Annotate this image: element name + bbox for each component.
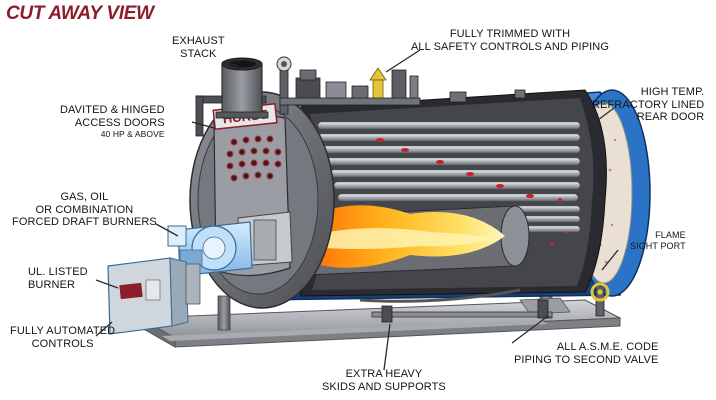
label-line: ALL A.S.M.E. CODE <box>556 341 659 353</box>
label-line: EXTRA HEAVY <box>345 368 423 380</box>
forced-draft-burner <box>167 211 293 277</box>
label-line: FLAME <box>655 230 686 240</box>
safety-controls-piping <box>276 56 526 115</box>
label-ul-burner: UL. LISTED BURNER <box>28 266 88 291</box>
label-line: OR COMBINATION <box>35 203 134 216</box>
label-asme-piping: ALL A.S.M.E. CODE PIPING TO SECOND VALVE <box>514 341 658 366</box>
label-line: SKIDS AND SUPPORTS <box>322 380 446 393</box>
label-line: BURNER <box>28 278 76 291</box>
asme-piping <box>359 282 610 323</box>
label-davited-doors: DAVITED & HINGED ACCESS DOORS 40 HP & AB… <box>60 104 165 139</box>
label-line: FULLY TRIMMED WITH <box>449 28 571 40</box>
label-line: CONTROLS <box>31 337 94 350</box>
diagram-title: CUT AWAY VIEW <box>6 3 154 24</box>
front-head: HURST <box>189 91 335 309</box>
label-flame-sight-port: FLAME SIGHT PORT <box>630 230 686 252</box>
label-burners: GAS, OIL OR COMBINATION FORCED DRAFT BUR… <box>12 191 157 229</box>
label-automated-controls: FULLY AUTOMATED CONTROLS <box>10 325 115 350</box>
label-line: PIPING TO SECOND VALVE <box>514 353 659 366</box>
label-line: UL. LISTED <box>28 266 88 278</box>
label-line: FORCED DRAFT BURNERS <box>12 216 157 228</box>
exhaust-stack <box>215 57 269 119</box>
label-line: SIGHT PORT <box>630 241 686 251</box>
label-line: ALL SAFETY CONTROLS AND PIPING <box>411 40 609 53</box>
callout-leader-lines <box>95 49 619 371</box>
label-line: ACCESS DOORS <box>74 116 165 129</box>
label-line: STACK <box>180 47 217 60</box>
label-line: FULLY AUTOMATED <box>10 325 116 337</box>
label-line: GAS, OIL <box>60 191 109 203</box>
label-line: EXHAUST <box>172 35 225 47</box>
label-exhaust-stack: EXHAUST STACK <box>172 35 225 60</box>
label-line: DAVITED & HINGED <box>60 104 165 116</box>
furnace <box>281 205 530 277</box>
label-line: REAR DOOR <box>636 111 705 123</box>
label-note: 40 HP & ABOVE <box>100 129 165 139</box>
label-skids: EXTRA HEAVY SKIDS AND SUPPORTS <box>322 368 446 393</box>
label-refractory-rear-door: HIGH TEMP. REFRACTORY LINED REAR DOOR <box>592 86 704 124</box>
control-panel <box>107 257 201 335</box>
label-line: REFRACTORY LINED <box>592 98 705 111</box>
label-line: HIGH TEMP. <box>640 86 705 98</box>
label-fully-trimmed: FULLY TRIMMED WITH ALL SAFETY CONTROLS A… <box>411 28 609 53</box>
